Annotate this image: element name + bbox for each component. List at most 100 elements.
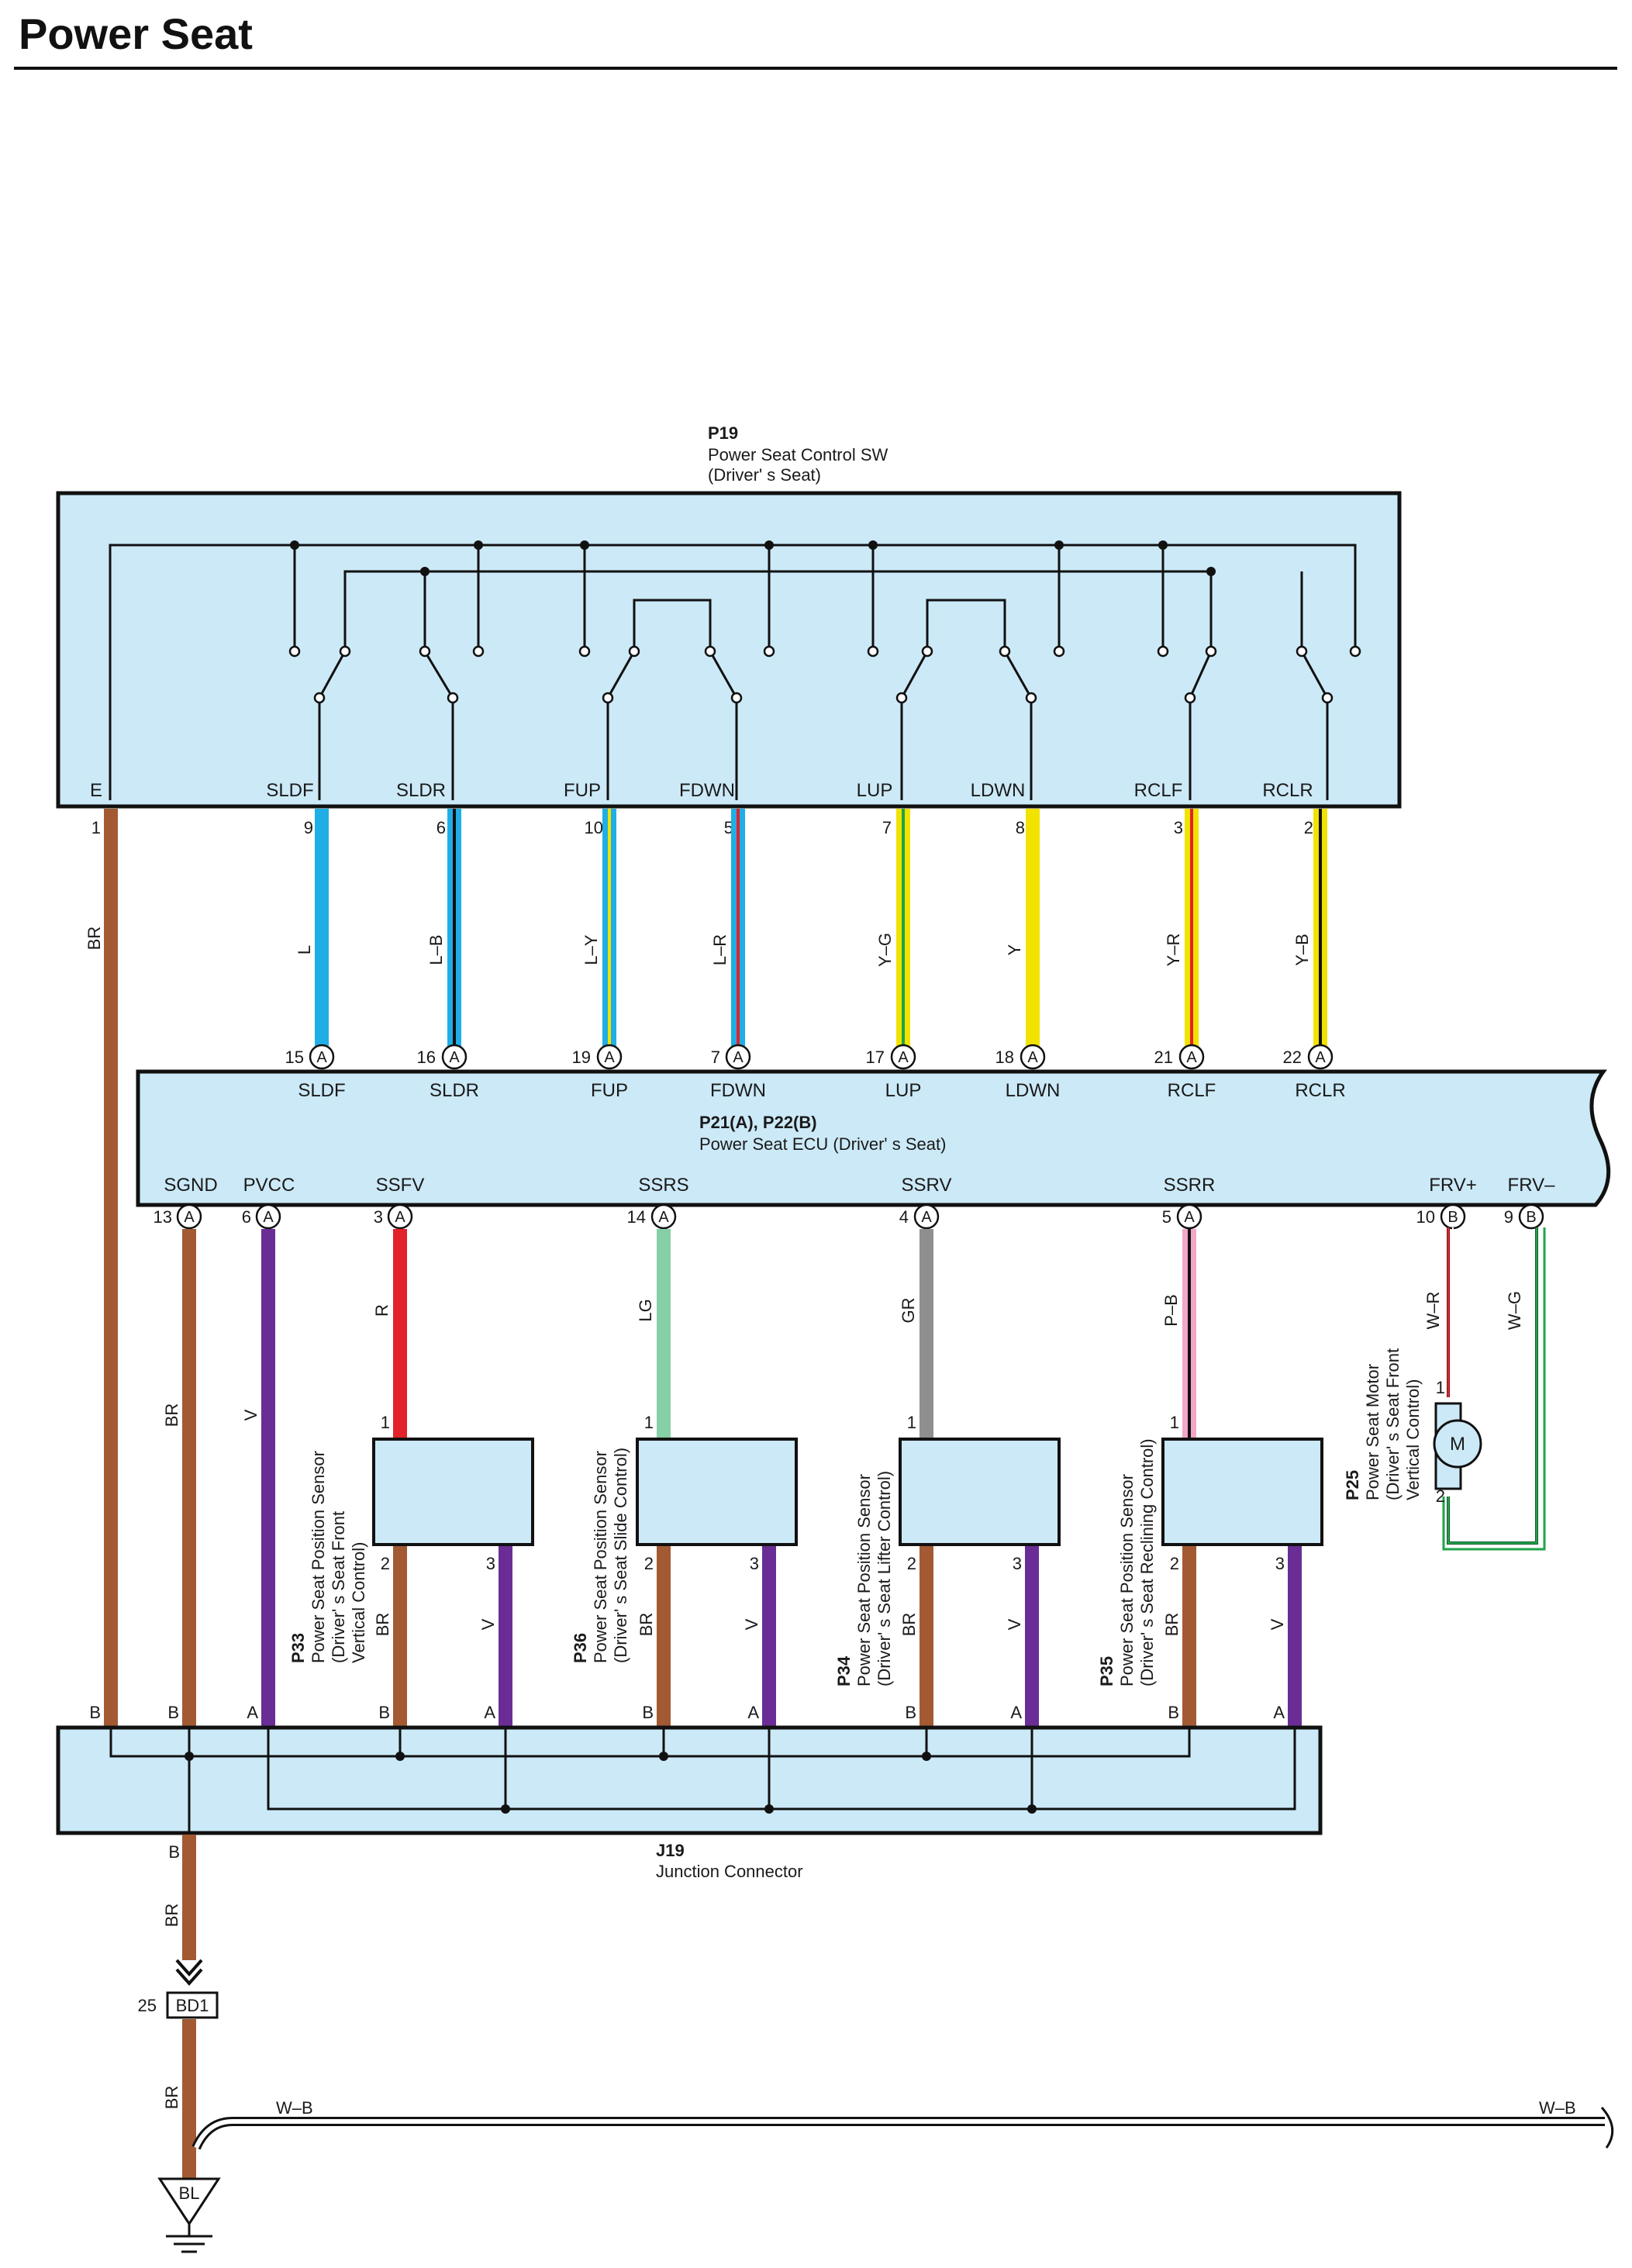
ecu-term: FUP [591, 1080, 628, 1101]
junction-name: Junction Connector [656, 1862, 803, 1881]
wire-code: BR [162, 1904, 181, 1928]
wire-br-main [104, 809, 118, 1728]
title-rule [14, 67, 1617, 70]
signal-wire-codes: L L–B L–Y L–R Y–G Y Y–R Y–B [295, 933, 1312, 967]
wire-code: Y–R [1164, 934, 1183, 967]
junction-box [56, 1725, 1323, 1835]
sensor-output-codes: BR V BR V BR V BR V [373, 1613, 1287, 1637]
ecu-pin: 5 [1162, 1207, 1171, 1227]
jc-pin: B [89, 1703, 101, 1722]
wire-y [1026, 809, 1040, 1051]
wire-l-y [602, 809, 616, 1051]
wire-code: L–B [426, 934, 446, 965]
ecu-term: RCLR [1295, 1080, 1345, 1101]
switch-term-label: SLDF [266, 780, 313, 801]
ecu-term: SGND [164, 1175, 217, 1196]
ecu-header: P21(A), P22(B) Power Seat ECU (Driver' s… [699, 1113, 946, 1154]
sensor-pin: 3 [1275, 1554, 1285, 1573]
switch-name: Power Seat Control SW [708, 445, 888, 464]
ecu-term: SLDR [430, 1080, 479, 1101]
ecu-term: LDWN [1006, 1080, 1061, 1101]
switch-term-label: LDWN [971, 780, 1026, 801]
wire-code: BR [373, 1613, 392, 1637]
switch-box [56, 491, 1402, 809]
jc-pin: B [167, 1703, 179, 1722]
ecu-term: PVCC [243, 1175, 295, 1196]
switch-contact-dots [288, 645, 1361, 704]
ecu-bottom-pin-circles [176, 1203, 1544, 1230]
wire-code: BR [85, 927, 104, 951]
conn-letter: A [733, 1049, 744, 1066]
sensor-wires [182, 1229, 1196, 1728]
motor-symbol: M [1450, 1434, 1465, 1455]
sensor-p33-box [372, 1438, 534, 1546]
ecu-top-pin-circles [309, 1044, 1334, 1070]
ecu-pin: 16 [417, 1048, 436, 1067]
ecu-pin: 10 [1416, 1207, 1435, 1227]
sensor-wire-codes: BR V R LG GR P–B [162, 1294, 1181, 1427]
junction-header: J19 Junction Connector [656, 1841, 803, 1881]
jc-pin: B [642, 1703, 654, 1722]
switch-pin: 9 [304, 818, 313, 837]
motor-code: P25 [1343, 1470, 1362, 1500]
wire-code: V [742, 1618, 761, 1630]
sensor-pin: 1 [644, 1413, 654, 1432]
switch-junction-dots [290, 540, 1216, 576]
wire-r [393, 1229, 407, 1440]
wire-y-g [896, 809, 910, 1051]
sensor-line: Power Seat Position Sensor [1117, 1474, 1137, 1686]
sensor-pin: 3 [486, 1554, 495, 1573]
switch-code: P19 [708, 423, 738, 443]
wire-br-sgnd [182, 1229, 196, 1728]
sensor-pin: 2 [644, 1554, 654, 1573]
wire-code: Y–B [1292, 934, 1312, 966]
switch-pin-numbers: 1 9 6 10 5 7 8 3 2 [91, 818, 1313, 837]
switch-term-label: FDWN [679, 780, 735, 801]
switch-terminal-labels: E SLDF SLDR FUP FDWN LUP LDWN RCLF RCLR [90, 780, 1313, 801]
connector-chevron-icon [175, 1959, 203, 1987]
sensor-pin: 1 [1170, 1413, 1179, 1432]
ecu-code: P21(A), P22(B) [699, 1113, 817, 1132]
ecu-term: FRV– [1508, 1175, 1556, 1196]
wire-code: LG [636, 1299, 655, 1321]
wire-code: L–R [710, 934, 730, 965]
ecu-term: LUP [885, 1080, 922, 1101]
conn-letter: A [395, 1209, 405, 1226]
wire-code: BR [162, 2086, 181, 2110]
switch-pin: 8 [1016, 818, 1025, 837]
sensor-pin: 1 [907, 1413, 916, 1432]
ecu-top-pin-numbers: 15 16 19 7 17 18 21 22 [285, 1048, 1302, 1067]
motor-line: Power Seat Motor [1363, 1364, 1382, 1500]
jc-pin: B [905, 1703, 916, 1722]
motor-line: (Driver' s Seat Front [1383, 1348, 1403, 1500]
switch-sub: (Driver' s Seat) [708, 465, 821, 485]
sensor-p34-label: P34 Power Seat Position Sensor (Driver' … [834, 1471, 894, 1686]
wire-l-b [447, 809, 461, 1051]
ecu-top-terminal-names: SLDF SLDR FUP FDWN LUP LDWN RCLF RCLR [298, 1080, 1345, 1101]
conn-letter: B [1447, 1209, 1458, 1226]
ecu-pin: 18 [995, 1048, 1014, 1067]
wire-l [315, 809, 329, 1051]
conn-letter: A [1184, 1209, 1195, 1226]
conn-letter: B [1526, 1209, 1536, 1226]
wire-code: L [295, 945, 314, 954]
ecu-top-pin-conn: A A A A A A A A [316, 1049, 1326, 1066]
switch-pin: 6 [436, 818, 446, 837]
switch-pin: 1 [91, 818, 101, 837]
sensor-output-wires [393, 1546, 1302, 1728]
ecu-term: SSRS [638, 1175, 688, 1196]
sensor-line: (Driver' s Seat Front [329, 1511, 348, 1663]
sensor-pin: 1 [381, 1413, 390, 1432]
wire-br-ground [182, 1835, 196, 1960]
sensor-pin: 3 [750, 1554, 759, 1573]
jc-pin: A [1010, 1703, 1022, 1722]
ground-point-triangle [157, 2177, 221, 2226]
wire-br-bd1 [182, 2019, 196, 2179]
ground-icon [166, 2224, 212, 2253]
switch-pin: 10 [585, 818, 603, 837]
ecu-term: SSRV [902, 1175, 952, 1196]
sensor-p35-box [1161, 1438, 1323, 1546]
ecu-pin: 4 [899, 1207, 909, 1227]
sensor-p36-label: P36 Power Seat Position Sensor (Driver' … [571, 1448, 630, 1663]
conn-letter: A [1315, 1049, 1326, 1066]
